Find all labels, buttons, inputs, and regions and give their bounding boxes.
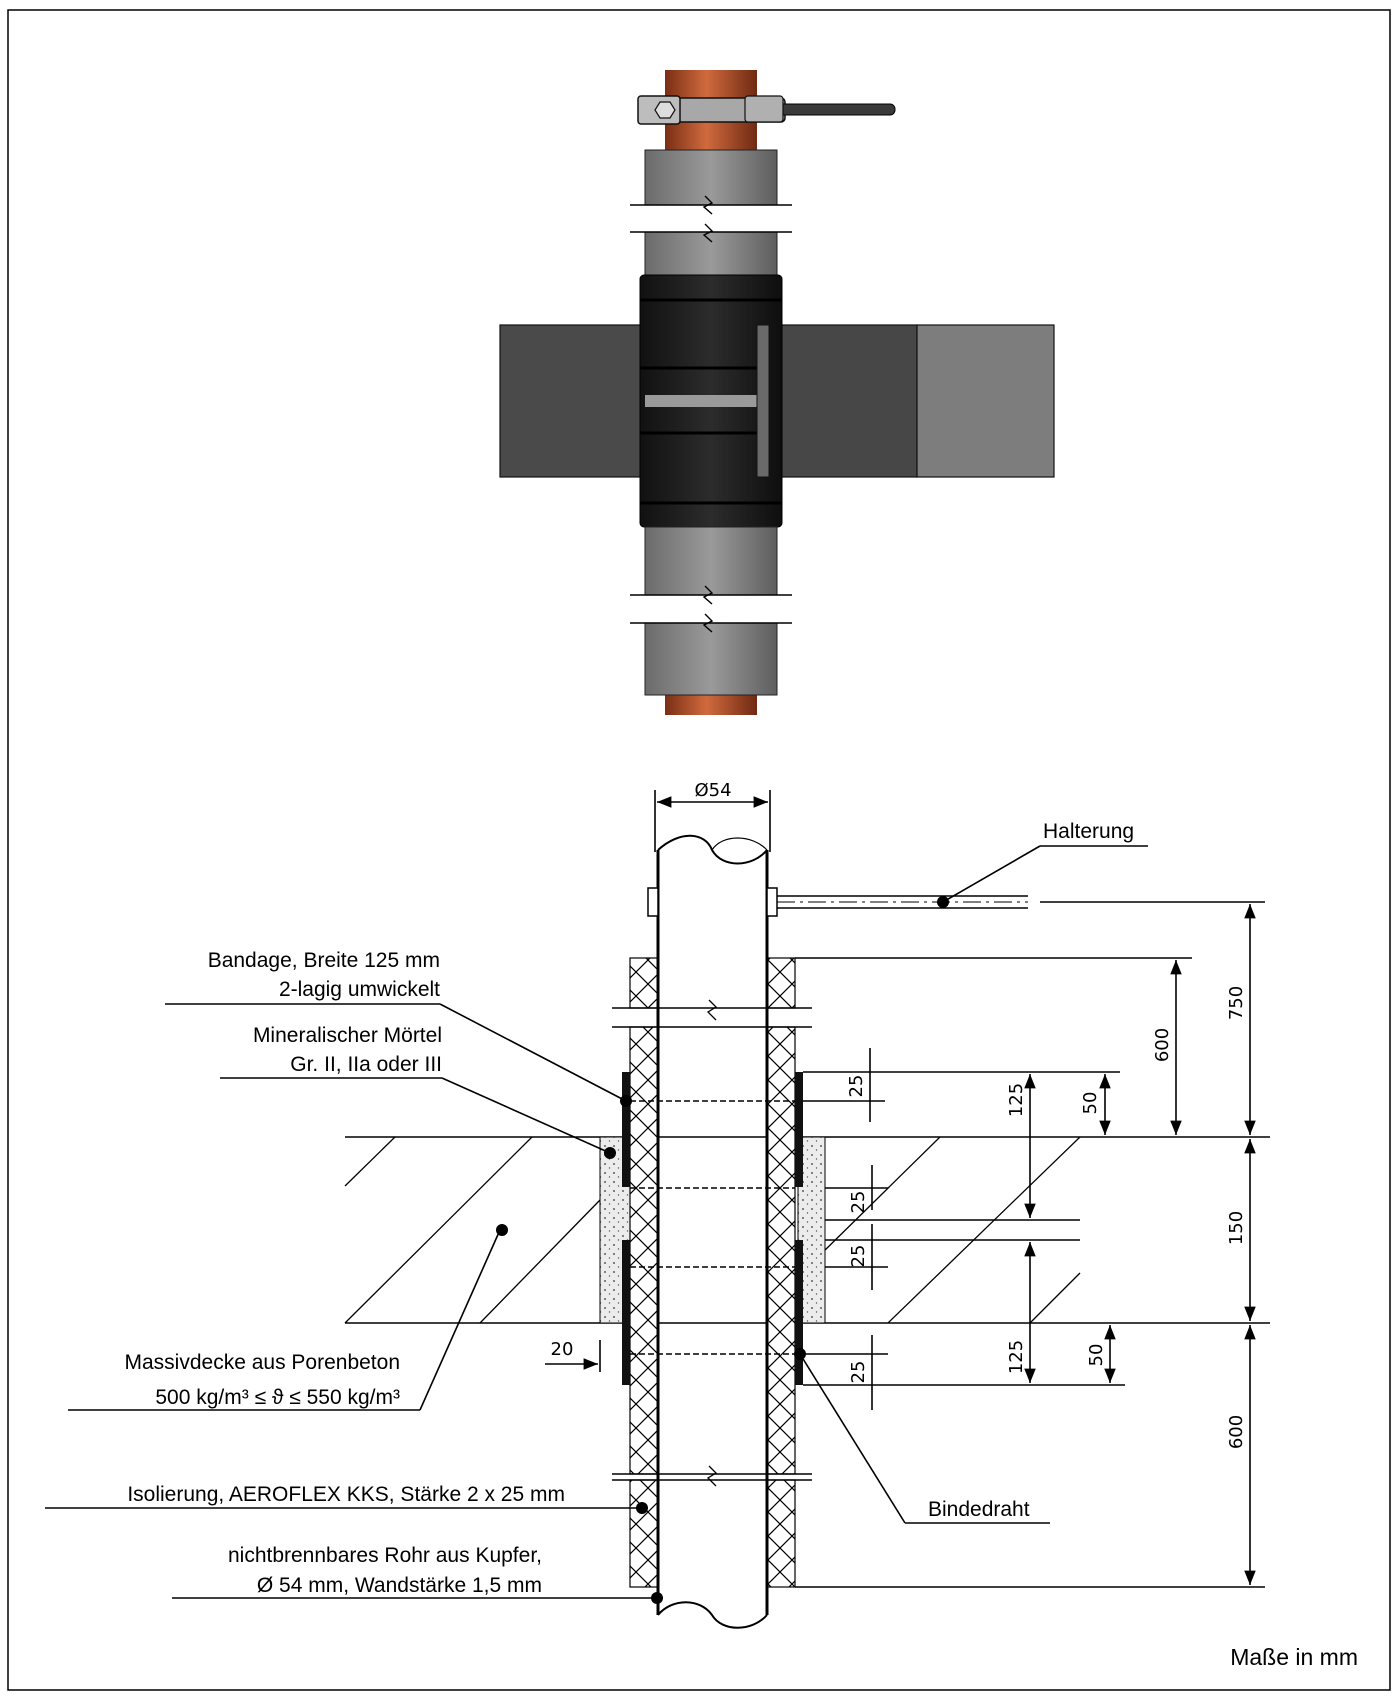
units-note: Maße in mm [1230,1644,1358,1670]
break-zigzag [702,613,714,633]
break-zigzag [702,195,714,215]
drawing-frame [7,9,1391,1691]
label-rohr-line1: nichtbrennbares Rohr aus Kupfer, [228,1544,542,1567]
dim-125-bottom: 125 [1006,1340,1027,1374]
label-bandage-line1: Bandage, Breite 125 mm [208,949,440,972]
slab-right [916,324,1055,478]
break-zigzag [706,1465,718,1487]
insulation-lower-a [644,526,778,596]
bandage-gap [645,395,757,407]
bandage-edge [756,324,770,478]
dim-600-top: 600 [1152,1028,1173,1062]
dim-20: 20 [551,1339,574,1360]
dim-750: 750 [1226,986,1247,1020]
dim-pipe-diameter: Ø54 [694,780,731,801]
label-moertel-line1: Mineralischer Mörtel [253,1024,442,1047]
bandage-left-upper [622,1072,630,1187]
clamp-lug [744,95,784,123]
dim-150: 150 [1226,1211,1247,1245]
binding-wires [630,1100,795,1355]
bolt-nut [654,101,676,119]
section-view: Ø54 750 600 150 600 125 125 50 [45,780,1358,1670]
slab-middle [756,324,918,478]
label-bindedraht: Bindedraht [928,1498,1030,1521]
break-zigzag [702,223,714,243]
insulation-left-main [629,1026,659,1475]
slab-left [499,324,646,478]
label-halterung: Halterung [1043,820,1134,843]
insulation-right-lower [766,1479,796,1588]
insulation-right-main [766,1026,796,1475]
dim-25-c: 25 [848,1245,869,1268]
dim-25-d: 25 [848,1361,869,1384]
insulation-lower-b [644,622,778,696]
dim-50-bottom: 50 [1086,1344,1107,1367]
dim-125-top: 125 [1006,1083,1027,1117]
dim-25-a: 25 [846,1075,867,1098]
label-isolierung: Isolierung, AEROFLEX KKS, Stärke 2 x 25 … [127,1483,565,1506]
insulation-upper-a [644,149,778,206]
bandage-right-lower [795,1240,803,1385]
break-zigzag [702,585,714,605]
break-zigzag [706,999,718,1021]
bandage-left-lower [622,1240,630,1385]
pipe-end-bottom [657,1601,768,1629]
dim-600-bottom: 600 [1226,1415,1247,1449]
holder-bracket-right [766,887,778,917]
slab-hatching [344,1136,1081,1324]
render-view [499,70,1055,715]
label-massivdecke-line1: Massivdecke aus Porenbeton [125,1351,401,1374]
insulation-left-upper [629,957,659,1009]
bandage-right-upper [795,1072,803,1187]
pipe-end-top-back [711,837,768,851]
insulation-left-lower [629,1479,659,1588]
dim-50-top: 50 [1080,1092,1101,1115]
insulation-right-upper [766,957,796,1009]
dim-25-b: 25 [848,1191,869,1214]
holder-bracket-left [647,887,659,917]
label-massivdecke-line2: 500 kg/m³ ≤ ϑ ≤ 550 kg/m³ [155,1386,400,1409]
label-bandage-line2: 2-lagig umwickelt [279,978,440,1001]
label-rohr-line2: Ø 54 mm, Wandstärke 1,5 mm [257,1574,542,1597]
label-moertel-line2: Gr. II, IIa oder III [290,1053,442,1076]
